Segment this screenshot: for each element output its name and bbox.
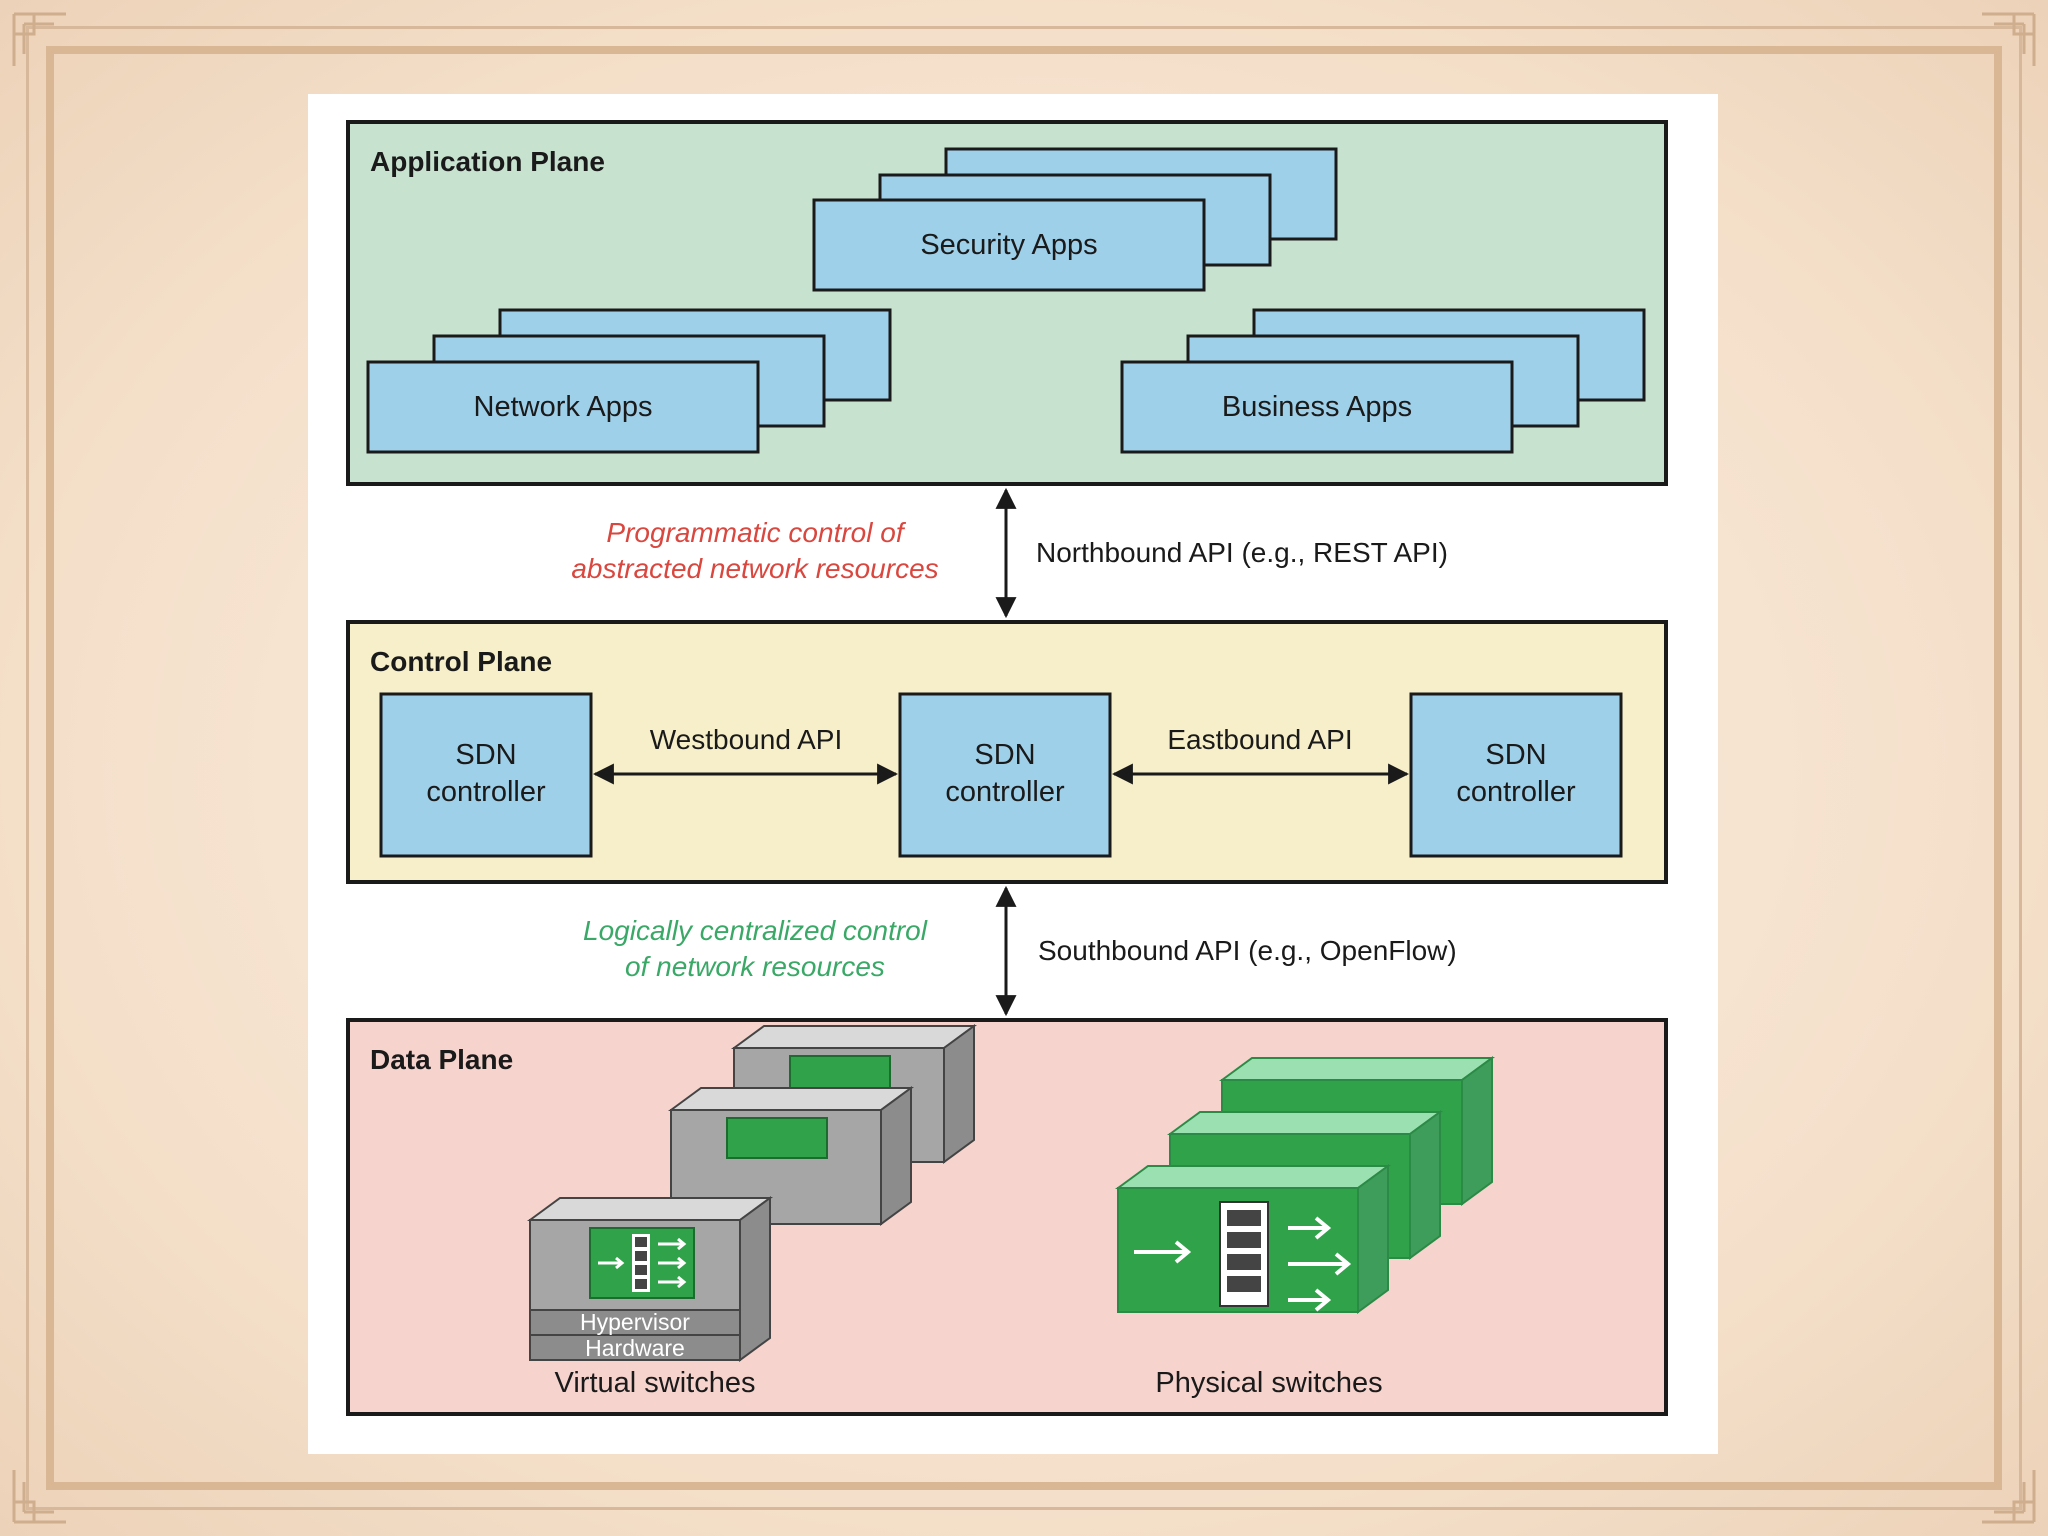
sdn-controller-center-line1: SDN xyxy=(974,739,1035,771)
physical-switches-label: Physical switches xyxy=(1155,1367,1382,1399)
data-plane-title: Data Plane xyxy=(370,1044,513,1075)
frame-corner-ornament-icon xyxy=(1982,1470,2036,1524)
sdn-controller-right-line2: controller xyxy=(1456,776,1576,808)
frame-corner-ornament-icon xyxy=(12,12,66,66)
eastbound-api-label: Eastbound API xyxy=(1167,724,1352,755)
frame-corner-ornament-icon xyxy=(1982,12,2036,66)
sdn-controller-center: SDN controller xyxy=(898,692,1112,858)
decorative-frame-outer xyxy=(26,26,2022,1510)
northbound-note-line1: Programmatic control of xyxy=(606,517,906,548)
hardware-label: Hardware xyxy=(585,1335,685,1361)
security-apps-label: Security Apps xyxy=(920,229,1097,261)
northbound-connector: Programmatic control of abstracted netwo… xyxy=(571,487,1448,619)
sdn-controller-left: SDN controller xyxy=(379,692,593,858)
sdn-controller-left-line1: SDN xyxy=(455,739,516,771)
business-apps-stack: Business Apps xyxy=(1120,308,1646,454)
southbound-note-line1: Logically centralized control xyxy=(583,915,928,946)
sdn-controller-left-line2: controller xyxy=(426,776,546,808)
physical-switch-icon xyxy=(1114,1056,1496,1314)
virtual-switch-icon: Hypervisor Hardware xyxy=(526,1024,978,1362)
control-plane: Control Plane SDN controller SDN control… xyxy=(346,620,1668,884)
security-apps-stack: Security Apps xyxy=(812,147,1338,292)
sdn-controller-right-line1: SDN xyxy=(1485,739,1546,771)
network-apps-label: Network Apps xyxy=(474,391,653,423)
sdn-architecture-diagram: Application Plane Security Apps Network … xyxy=(308,94,1718,1454)
northbound-note-line2: abstracted network resources xyxy=(571,553,938,584)
business-apps-label: Business Apps xyxy=(1222,391,1412,423)
southbound-connector: Logically centralized control of network… xyxy=(583,885,1457,1017)
decorative-frame-inner xyxy=(46,46,2002,1490)
westbound-api-label: Westbound API xyxy=(650,724,843,755)
data-plane: Data Plane xyxy=(346,1018,1668,1416)
network-apps-stack: Network Apps xyxy=(366,308,892,454)
northbound-api-label: Northbound API (e.g., REST API) xyxy=(1036,537,1448,568)
hypervisor-label: Hypervisor xyxy=(580,1309,690,1335)
southbound-api-label: Southbound API (e.g., OpenFlow) xyxy=(1038,935,1457,966)
southbound-note-line2: of network resources xyxy=(625,951,885,982)
sdn-controller-right: SDN controller xyxy=(1409,692,1623,858)
application-plane: Application Plane Security Apps Network … xyxy=(346,120,1668,486)
virtual-switches-label: Virtual switches xyxy=(555,1367,756,1399)
frame-corner-ornament-icon xyxy=(12,1470,66,1524)
application-plane-title: Application Plane xyxy=(370,146,605,177)
sdn-controller-center-line2: controller xyxy=(945,776,1065,808)
control-plane-title: Control Plane xyxy=(370,646,552,677)
